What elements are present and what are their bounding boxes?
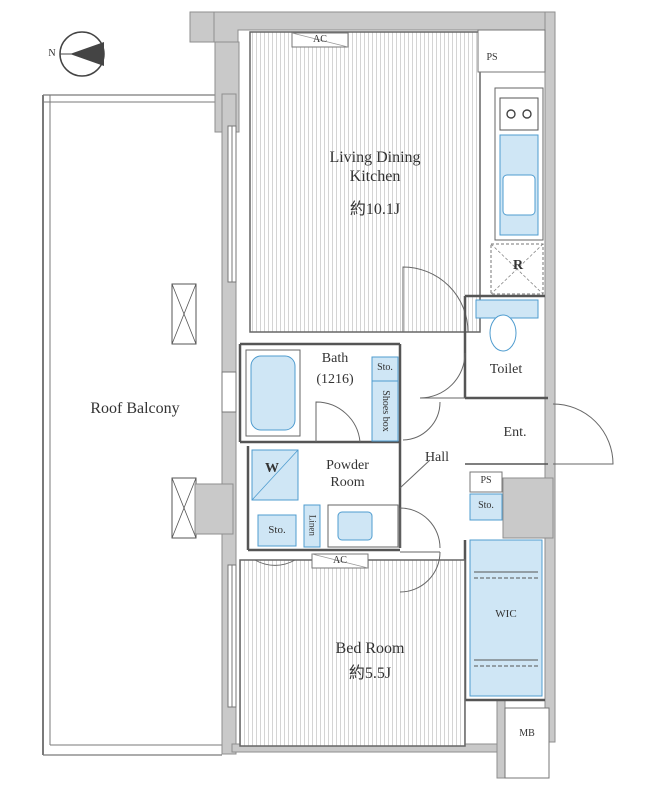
powder-door — [399, 507, 441, 549]
bedroom-door — [399, 551, 441, 593]
roof-balcony — [42, 94, 222, 756]
bedroom-name: Bed Room — [335, 640, 405, 657]
toilet-fixture — [475, 299, 539, 352]
bath-door — [315, 401, 361, 443]
bedroom-size: 約5.5J — [348, 665, 392, 682]
compass-icon — [59, 31, 105, 77]
toilet-label: Toilet — [489, 362, 523, 377]
storage-hall-label: Sto. — [478, 500, 494, 511]
bath-size: (1216) — [316, 372, 354, 387]
linen-cabinet — [303, 504, 321, 548]
refrigerator-space — [490, 243, 544, 295]
linen-label: Linen — [307, 514, 318, 536]
hall-column — [502, 477, 554, 539]
storage-bath-label: Sto. — [377, 362, 393, 373]
ps-hall-label: PS — [480, 475, 492, 486]
mb-label: MB — [519, 728, 535, 739]
ldk-floor — [249, 31, 481, 333]
shoes-box-label: Shoes box — [380, 390, 391, 432]
bathtub — [245, 349, 301, 437]
wic-label: WIC — [495, 608, 517, 620]
mb-box — [504, 707, 550, 779]
kitchen-counter — [494, 87, 544, 241]
storage-powder-box — [257, 514, 297, 547]
entrance-label: Ent. — [503, 425, 527, 440]
ps-hall-box — [469, 471, 503, 493]
roof-balcony-label: Roof Balcony — [90, 400, 180, 417]
entrance-door — [552, 403, 614, 465]
storage-hall-box — [469, 493, 503, 521]
shoes-box-cabinet — [371, 380, 399, 442]
refrigerator-label: R — [512, 258, 524, 273]
storage-powder-label: Sto. — [268, 524, 286, 536]
walk-in-closet — [469, 539, 543, 697]
ac-top-label: AC — [313, 34, 327, 45]
ldk-door — [402, 266, 469, 333]
bedroom-door-2 — [254, 559, 296, 566]
bedroom-floor — [239, 559, 466, 747]
compass-north-label: N — [48, 48, 56, 59]
ac-bottom-label: AC — [333, 555, 347, 566]
ps-top-box — [477, 29, 546, 73]
hall-label: Hall — [424, 450, 450, 465]
powder-room-label: Powder Room — [326, 458, 369, 490]
washer-space — [251, 449, 299, 501]
windows — [221, 125, 237, 708]
ldk-size: 約10.1J — [349, 201, 401, 218]
ps-top-label: PS — [486, 52, 498, 63]
washer-label: W — [265, 461, 279, 476]
hall-doors — [399, 352, 466, 489]
bath-name: Bath — [321, 351, 349, 366]
sink — [327, 504, 399, 548]
ldk-name: Living Dining Kitchen — [329, 149, 421, 186]
